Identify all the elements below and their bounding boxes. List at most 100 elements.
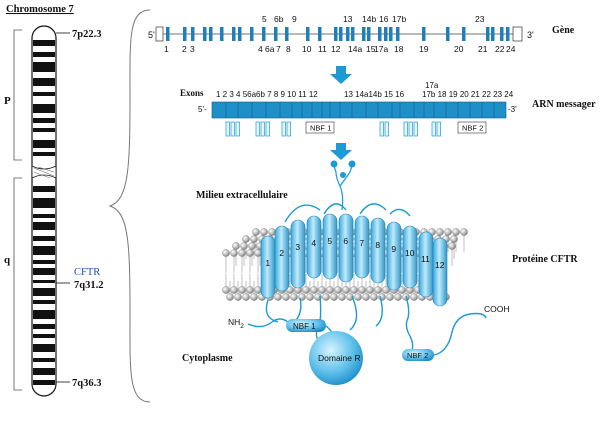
lipid-head xyxy=(242,293,250,301)
lipid-head xyxy=(330,293,338,301)
lipid-head xyxy=(242,235,250,243)
gene-exon xyxy=(384,27,388,41)
mrna-map: Exons 1 2 3 4 56a6b 7 8 9 10 11 12 13 14… xyxy=(180,81,517,137)
arrow-mrna-to-protein xyxy=(330,143,352,160)
lipid-head xyxy=(252,228,260,236)
lipid-head xyxy=(240,242,248,250)
lipid-head xyxy=(260,228,268,236)
gene-exon xyxy=(396,27,400,41)
extracellular-loops xyxy=(284,203,411,223)
gene-exon-label: 18 xyxy=(394,44,404,54)
mrna-exon-numbers-b: 13 14a14b 15 16 xyxy=(344,90,405,99)
gene-exon-label: 10 xyxy=(302,44,312,54)
lipid-head xyxy=(398,286,406,294)
lipid-head xyxy=(326,286,334,294)
lipid-head xyxy=(452,228,460,236)
helix: 8 xyxy=(370,217,386,284)
gene-exon-label: 6a xyxy=(265,44,275,54)
lipid-head xyxy=(250,235,258,243)
gene-exon-label: 21 xyxy=(478,44,488,54)
lipid-head xyxy=(366,286,374,294)
mrna-5prime: 5'- xyxy=(198,105,207,114)
lipid-head xyxy=(382,286,390,294)
lipid-head xyxy=(370,293,378,301)
chromosome-band xyxy=(33,260,55,264)
helix-body xyxy=(338,213,354,283)
extracellular-label: Milieu extracellulaire xyxy=(196,190,288,201)
helix-body xyxy=(370,217,386,284)
mrna-tm-segment xyxy=(235,121,240,137)
helix-body xyxy=(402,225,418,289)
helix: 9 xyxy=(386,221,402,291)
mrna-transmembrane-boxes xyxy=(225,121,441,137)
gene-exon xyxy=(285,27,289,41)
lipid-head xyxy=(230,249,238,257)
gene-exon xyxy=(220,27,224,41)
mrna-tm-segment xyxy=(436,121,441,137)
gene-exon xyxy=(203,27,207,41)
gene-3prime: 3' xyxy=(527,30,534,40)
lipid-head xyxy=(306,293,314,301)
gene-exon-label: 5 xyxy=(262,14,267,24)
gene-exon-label: 20 xyxy=(454,44,464,54)
mrna-tm-segment xyxy=(431,121,436,137)
band-cftr-label: 7q31.2 xyxy=(74,280,103,291)
helix-body xyxy=(306,215,322,279)
nbf2-label: NBF 2 xyxy=(407,351,428,360)
mrna-tm-segment xyxy=(260,121,265,137)
gene-exon-label: 3 xyxy=(190,44,195,54)
gene-exon-label: 23 xyxy=(475,14,485,24)
gene-exon xyxy=(506,27,510,41)
helix-number: 11 xyxy=(421,254,430,264)
mrna-exons-label: Exons xyxy=(180,88,204,98)
lipid-head xyxy=(310,286,318,294)
helix-body xyxy=(354,215,370,279)
gene-exon xyxy=(500,27,504,41)
helix-number: 12 xyxy=(435,260,445,270)
gene-exon-label: 12 xyxy=(331,44,341,54)
mrna-exon-numbers-c: 17b 18 19 20 21 22 23 24 xyxy=(422,90,514,99)
nh2-tail xyxy=(247,318,289,328)
lipid-head xyxy=(302,286,310,294)
gene-5prime: 5' xyxy=(148,30,155,40)
chromosome-band xyxy=(33,186,55,192)
gene-exon-label: 6b xyxy=(274,14,284,24)
chromosome-band xyxy=(33,52,55,57)
gene-exon xyxy=(351,27,355,41)
gene-exon xyxy=(334,27,338,41)
mrna-nbf1-box xyxy=(305,121,335,134)
chromosome-band xyxy=(33,214,55,218)
lipid-head xyxy=(234,293,242,301)
gene-exon xyxy=(274,27,278,41)
lipid-head xyxy=(282,293,290,301)
gene-exon xyxy=(422,27,426,41)
helix-number: 2 xyxy=(279,248,284,258)
chromosome-band xyxy=(33,310,55,319)
centromere-hatch xyxy=(33,166,55,179)
helix: 2 xyxy=(274,225,290,292)
chromosome-band xyxy=(33,140,55,148)
gene-exon xyxy=(446,27,450,41)
cftr-locus-label: CFTR xyxy=(74,267,100,278)
chromosome-band xyxy=(33,222,55,230)
gene-5utr xyxy=(155,26,164,42)
gene-exon-label: 17a xyxy=(374,44,388,54)
lipid-head xyxy=(358,286,366,294)
lipid-head xyxy=(318,286,326,294)
chromosome-band xyxy=(33,118,55,123)
gene-label: Gène xyxy=(552,25,575,36)
lipid-head xyxy=(346,293,354,301)
lipid-head xyxy=(334,286,342,294)
chromosome-band xyxy=(33,280,55,283)
mrna-exon-numbers-a: 1 2 3 4 56a6b 7 8 9 10 11 12 xyxy=(216,90,318,99)
mrna-tm-segment xyxy=(286,121,291,137)
lipid-head xyxy=(350,286,358,294)
chromosome-band xyxy=(33,334,55,338)
chromosome-band xyxy=(33,358,55,362)
lipid-head xyxy=(238,286,246,294)
